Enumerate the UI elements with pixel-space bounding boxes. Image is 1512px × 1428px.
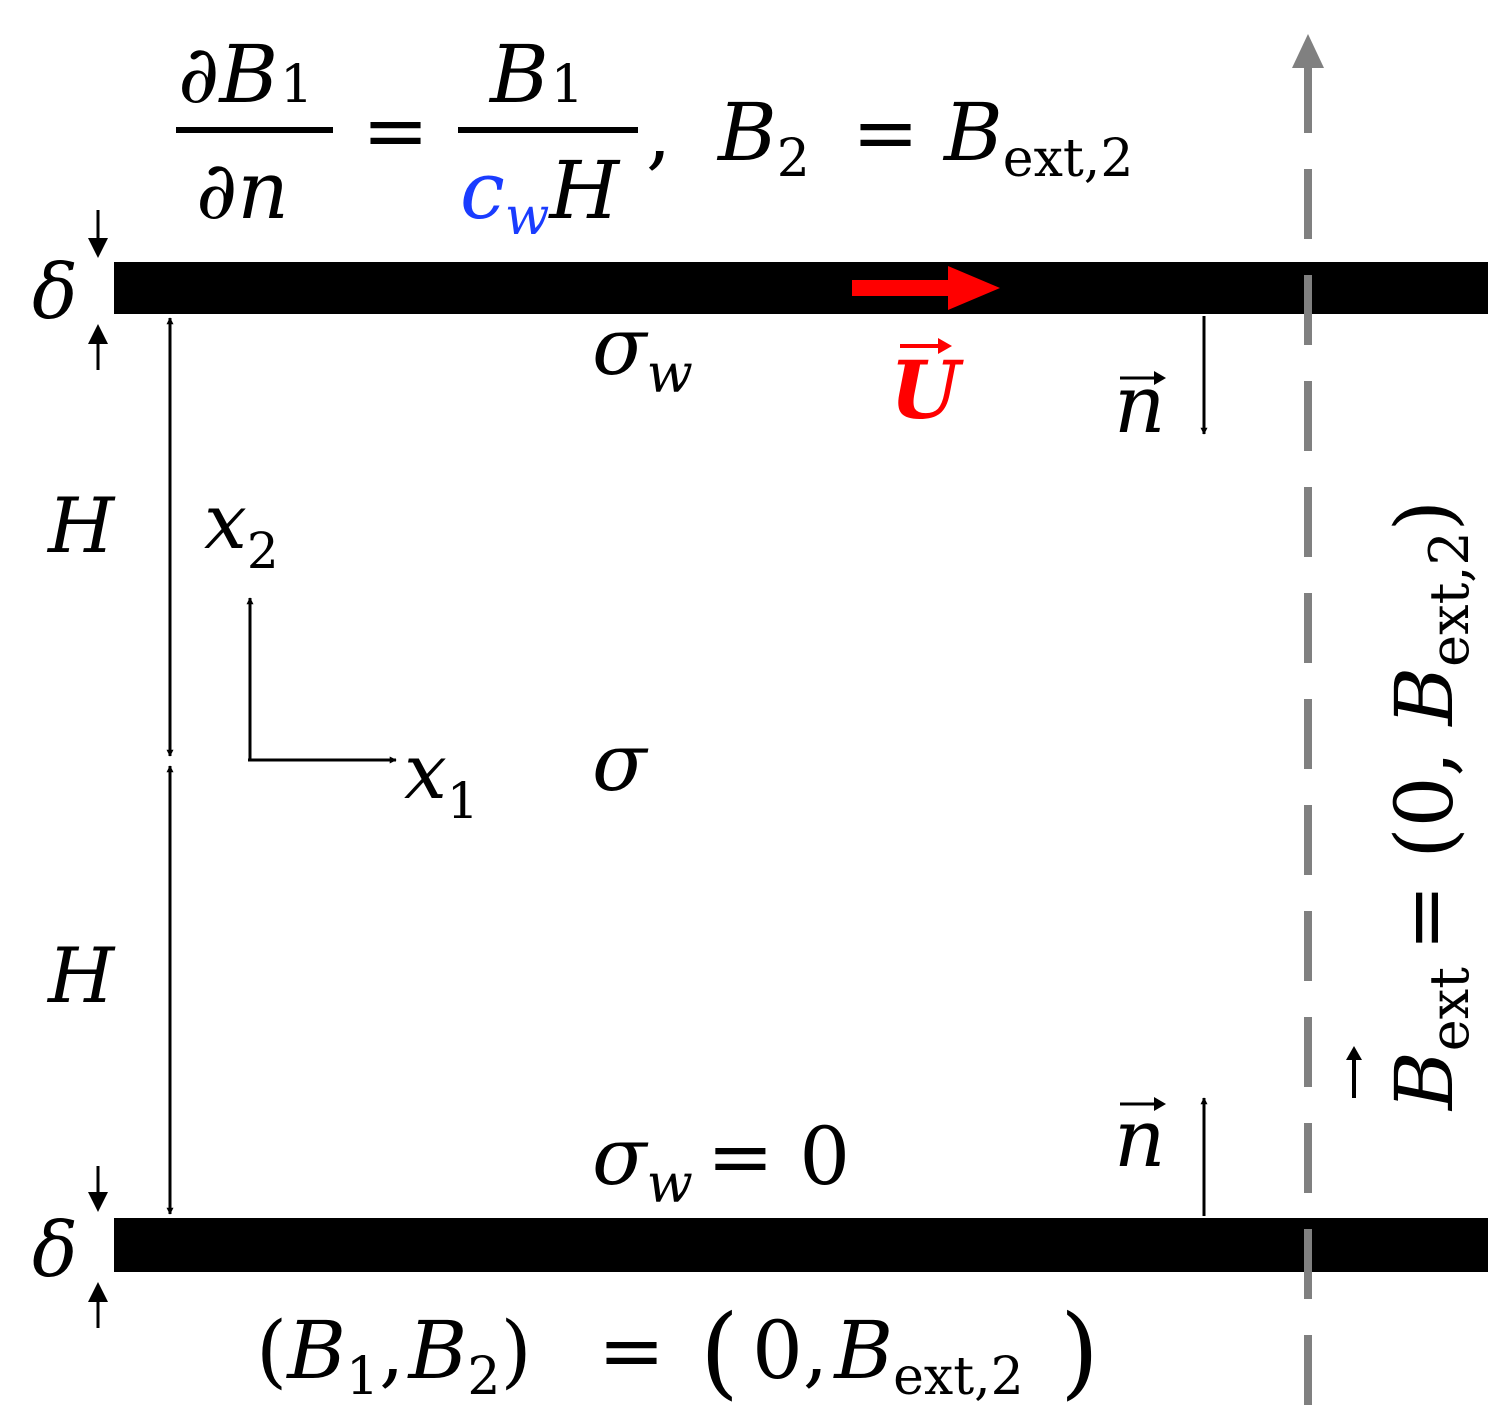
H-dimension-bottom: H <box>46 765 174 1215</box>
delta-marker-bottom: δ <box>32 1166 108 1328</box>
normal-vector-top: n <box>1114 316 1208 451</box>
normal-vector-bottom: n <box>1114 1092 1208 1216</box>
svg-text:(: ( <box>700 1293 739 1410</box>
top-boundary-condition: ∂B1 ∂n = B1 cwH , B2 = Bext,2 <box>176 28 1133 247</box>
svg-text:Bext= (0, Bext,2): Bext= (0, Bext,2) <box>1378 500 1481 1112</box>
bottom-wall <box>114 1218 1488 1272</box>
U-label: U <box>890 343 964 437</box>
cwH-denominator: cwH <box>460 144 621 247</box>
n-label-top: n <box>1114 358 1166 451</box>
coordinate-axes: x2 x1 <box>204 477 479 830</box>
svg-text:(B1,B2): (B1,B2) <box>256 1304 532 1407</box>
equals-sign-top: = <box>362 84 429 177</box>
dn-denominator: ∂n <box>196 144 289 237</box>
Bext2-top: Bext,2 <box>942 86 1133 189</box>
B1-numerator: B1 <box>488 28 584 121</box>
U-vector-label: U <box>890 338 964 437</box>
velocity-arrow <box>852 266 1000 310</box>
H-label-top: H <box>46 481 116 570</box>
bottom-boundary-condition: (B1,B2) = ( 0,Bext,2 ) <box>256 1293 1099 1410</box>
sigma-w-top-label: σw <box>592 300 693 405</box>
x2-axis-label: x2 <box>204 477 279 580</box>
delta-marker-top: δ <box>32 210 108 370</box>
equals-sign-top-2: = <box>852 86 919 179</box>
sigma-fluid-label: σ <box>592 716 649 809</box>
top-wall <box>114 262 1488 314</box>
dB1-numerator: ∂B1 <box>178 28 313 121</box>
sigma-w-bottom-label: σw= 0 <box>592 1110 850 1215</box>
x1-axis-label: x1 <box>404 727 479 830</box>
comma-top: , <box>646 86 671 179</box>
delta-label-bottom: δ <box>32 1205 78 1294</box>
H-label-bottom: H <box>46 931 116 1020</box>
delta-label-top: δ <box>32 247 78 336</box>
B2-condition: B2 <box>716 86 810 189</box>
svg-text:): ) <box>1060 1293 1099 1410</box>
svg-text:=: = <box>598 1304 665 1397</box>
H-dimension-top: H <box>46 317 174 757</box>
svg-text:0,Bext,2: 0,Bext,2 <box>752 1304 1024 1407</box>
external-field-label: Bext= (0, Bext,2) <box>1346 500 1481 1112</box>
n-label-bottom: n <box>1114 1092 1166 1185</box>
external-field-line <box>1292 34 1324 1405</box>
